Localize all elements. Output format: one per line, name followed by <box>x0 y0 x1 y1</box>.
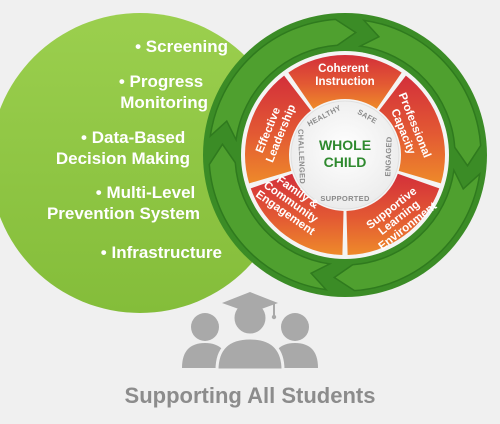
inner-ring-word: CHALLENGED <box>296 129 307 185</box>
center-title-line1: WHOLE <box>319 137 371 153</box>
list-item-data-based-decision-making: • Data-Based Decision Making <box>56 128 190 168</box>
segment-label-coherent-instruction: Coherent Instruction <box>315 63 374 88</box>
center-circle <box>290 100 400 210</box>
list-item-progress-monitoring: • Progress Monitoring <box>119 72 208 112</box>
list-item-screening: • Screening <box>135 37 228 56</box>
ring-segment-wedge <box>245 75 311 184</box>
ring-arrow-segment <box>332 167 481 292</box>
ring-segment-wedge <box>379 75 445 184</box>
ring-arrow-segment <box>357 19 482 168</box>
ring-arrow-segment <box>209 18 358 143</box>
left-list: • Screening • Progress Monitoring • Data… <box>47 37 228 262</box>
footer-title: Supporting All Students <box>125 383 376 408</box>
inner-ring-word: ENGAGED <box>383 136 393 177</box>
left-framework-circle <box>0 13 290 313</box>
list-item-multi-level-prevention-system: • Multi-Level Prevention System <box>47 183 200 223</box>
ring-segment-wedge <box>346 173 440 255</box>
circular-arrow-ring <box>208 18 482 292</box>
ring-segment-wedge <box>288 55 402 109</box>
segment-ring <box>245 55 445 255</box>
list-item-infrastructure: • Infrastructure <box>101 243 222 262</box>
center-title-line2: CHILD <box>324 154 367 170</box>
ring-segment-wedge <box>250 173 344 255</box>
graduation-cap-icon <box>222 292 278 320</box>
ring-arrow-segment <box>208 142 333 291</box>
inner-ring-word: SUPPORTED <box>320 194 370 203</box>
